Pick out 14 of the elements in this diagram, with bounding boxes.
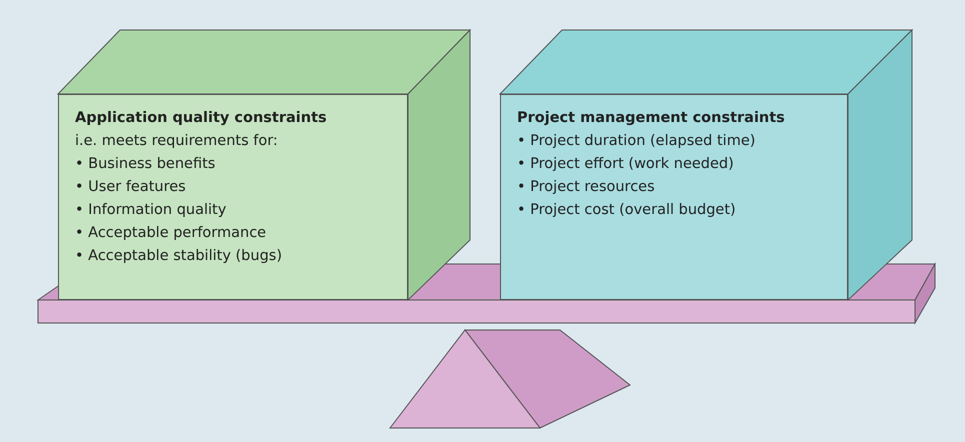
heading: Application quality constraints [75,109,328,128]
bullet-item: • Information quality [75,201,228,220]
management-constraints-box [500,94,848,300]
bullet-item: • Project effort (work needed) [517,155,735,174]
bullet-item: • Acceptable stability (bugs) [75,247,283,266]
quality-constraints-box [58,94,408,300]
heading: Project management constraints [517,109,786,128]
bullet-item: • Project resources [517,178,656,197]
bullet-item: • Project duration (elapsed time) [517,132,756,151]
intro-text: i.e. meets requirements for: [75,132,279,151]
bullet-item: • Acceptable performance [75,224,268,243]
bullet-item: • Project cost (overall budget) [517,201,737,220]
bullet-item: • Business benefits [75,155,216,174]
bullet-item: • User features [75,178,187,197]
